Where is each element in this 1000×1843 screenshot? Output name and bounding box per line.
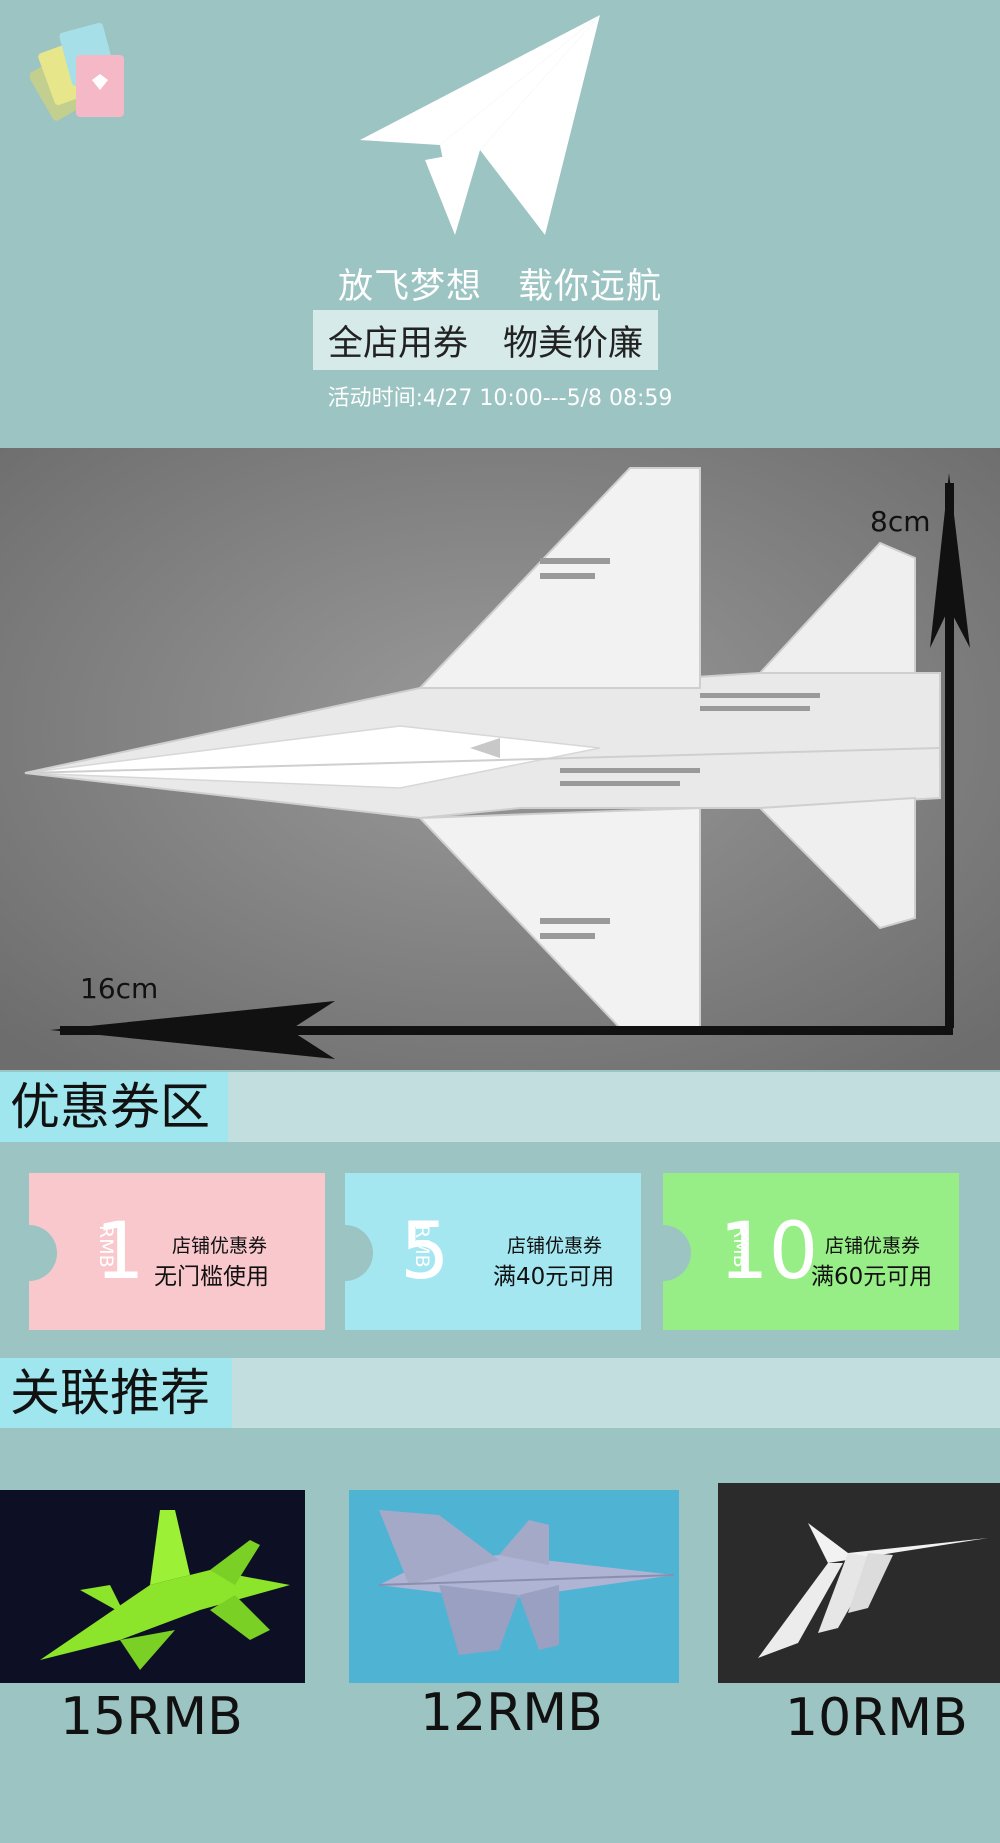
paper-plane-logo-icon (360, 15, 600, 235)
coupon-condition: 满60元可用 (811, 1264, 933, 1290)
coupon-notch (663, 1225, 691, 1281)
product-price-2: 12RMB (420, 1683, 603, 1743)
coupon-label: 店铺优惠券 (825, 1235, 921, 1257)
coupon-2[interactable]: RMB 5 店铺优惠券 满40元可用 (345, 1173, 641, 1330)
coupon-amount: 5 (400, 1207, 450, 1297)
product-image-2[interactable] (349, 1490, 679, 1683)
coupon-3[interactable]: RMB 10 店铺优惠券 满60元可用 (663, 1173, 959, 1330)
product-price-3: 10RMB (785, 1688, 968, 1748)
product-image-3[interactable] (718, 1483, 1000, 1683)
hero-plane-image (0, 448, 1000, 1070)
promo-box (313, 310, 658, 370)
cards-logo-icon (30, 22, 124, 121)
coupon-amount: 10 (719, 1207, 819, 1297)
coupon-label: 店铺优惠券 (507, 1235, 603, 1257)
coupon-notch (29, 1225, 57, 1281)
event-date: 活动时间:4/27 10:00---5/8 08:59 (327, 386, 673, 411)
product-image-1[interactable] (0, 1490, 305, 1683)
coupon-section-title: 优惠券区 (0, 1072, 228, 1142)
coupon-amount: 1 (95, 1207, 145, 1297)
promo-text: 全店用券 物美价廉 (327, 324, 643, 364)
coupon-notch (345, 1225, 373, 1281)
height-dimension-label: 8cm (870, 505, 931, 538)
width-dimension-label: 16cm (80, 972, 159, 1005)
coupon-1[interactable]: RMB 1 店铺优惠券 无门槛使用 (29, 1173, 325, 1330)
coupon-condition: 满40元可用 (493, 1264, 615, 1290)
coupon-condition: 无门槛使用 (154, 1264, 269, 1290)
slogan: 放飞梦想 载你远航 (337, 267, 662, 307)
recommend-section-title: 关联推荐 (0, 1358, 232, 1428)
product-price-1: 15RMB (60, 1687, 243, 1747)
coupon-label: 店铺优惠券 (172, 1235, 268, 1257)
